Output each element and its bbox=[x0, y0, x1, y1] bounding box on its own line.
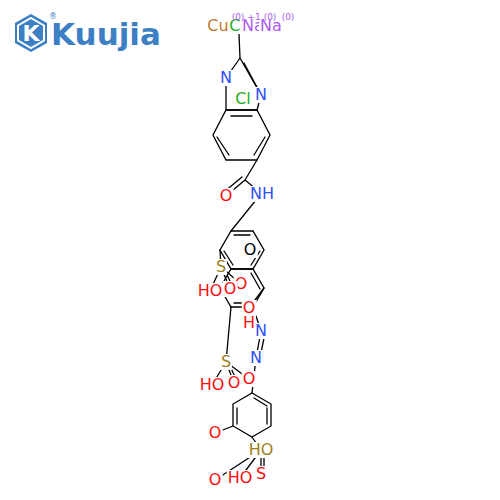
text-label: O bbox=[243, 242, 258, 258]
double-bond bbox=[237, 398, 267, 424]
double-bond bbox=[244, 63, 258, 89]
charge-label: (0) bbox=[264, 13, 277, 22]
double-bond bbox=[224, 235, 260, 265]
atom-label: HO bbox=[199, 377, 226, 393]
logo-hexagon-ring bbox=[18, 18, 44, 48]
double-bond bbox=[217, 116, 265, 155]
atom-label: O bbox=[208, 472, 223, 488]
benzene-ring bbox=[213, 110, 270, 160]
atom-label: O bbox=[227, 375, 242, 391]
atom-label: O bbox=[242, 371, 257, 387]
atom-label: O bbox=[219, 188, 234, 204]
atom-label: N bbox=[249, 350, 263, 366]
atom-label: O bbox=[242, 300, 257, 316]
logo-wordmark: Kuujia bbox=[51, 19, 161, 50]
benzene-ring bbox=[233, 393, 271, 437]
bond bbox=[239, 34, 240, 58]
atom-label: S bbox=[255, 466, 267, 482]
atom-label: HO bbox=[197, 283, 224, 299]
atom-label: S bbox=[220, 354, 232, 370]
atom-label: O bbox=[223, 281, 238, 297]
logo-icon bbox=[15, 14, 47, 52]
charge-label: (0) bbox=[232, 13, 245, 22]
atom-label: HO bbox=[227, 470, 254, 486]
charge-label: (0) bbox=[282, 13, 295, 22]
atom-label: Cu bbox=[206, 18, 229, 34]
atom-label: S bbox=[215, 259, 227, 275]
atom-label: O bbox=[208, 425, 223, 441]
logo-hexagon bbox=[15, 14, 47, 52]
logo-letter: K bbox=[22, 23, 39, 45]
atom-label: NH bbox=[249, 186, 275, 202]
charge-label: +1 bbox=[247, 13, 260, 22]
atom-label: HO bbox=[248, 442, 275, 458]
atom-label: N bbox=[219, 70, 233, 86]
trademark-sign: ® bbox=[49, 13, 57, 21]
bond-lines bbox=[210, 34, 271, 480]
atom-label: N bbox=[254, 323, 268, 339]
atom-label: Cl bbox=[234, 91, 252, 107]
atom-label: N bbox=[254, 87, 268, 103]
